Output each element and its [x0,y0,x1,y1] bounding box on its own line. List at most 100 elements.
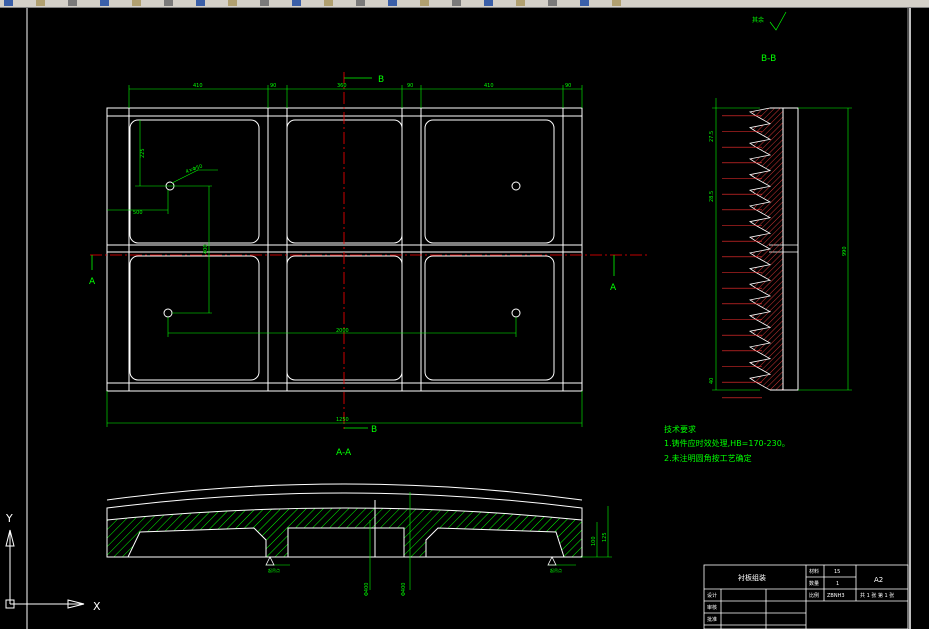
title-qty-value: 1 [836,581,839,587]
toolbar-button[interactable] [484,0,493,6]
notes-line-1: 1.铸件应时效处理,HB=170-230。 [664,438,790,448]
toolbar-button[interactable] [164,0,173,6]
title-size: A2 [874,576,883,584]
drawing-canvas[interactable]: 410 90 360 90 410 90 225 500 4×Φ50 400 2… [0,8,929,629]
section-mark-b-bottom: B [371,425,377,435]
bb-dim-2: 28.5 [709,191,715,202]
plate-outline [106,107,583,392]
holes [163,181,521,318]
ucs-icon [5,529,85,609]
dim-top-2: 90 [270,83,276,89]
title-approve: 批准 [707,616,717,623]
toolbar-button[interactable] [420,0,429,6]
dim-top-4: 90 [407,83,413,89]
section-mark-lines [91,77,615,429]
hole [163,308,173,318]
elev-dim-2: 100 [591,536,597,546]
elevation-section-hatch [106,507,583,558]
view-title-aa: A-A [336,448,352,458]
toolbar-button[interactable] [36,0,45,6]
elevation-dimension-lines [266,492,612,590]
title-check: 审核 [707,604,717,611]
pocket [286,119,403,244]
notes-heading: 技术要求 [664,424,696,434]
elevation-outline [106,492,583,558]
bb-red-leaders [722,115,762,399]
dim-left-horizontal: 500 [133,210,143,216]
view-title-bb: B-B [761,54,776,64]
notes-line-2: 2.未注明圆角按工艺确定 [664,453,752,463]
dim-left-vertical: 225 [140,148,146,158]
dim-hole-spacing: 2000 [336,328,349,334]
ucs-y-label: Y [5,512,13,525]
bb-dimension-lines [712,98,852,391]
datum-triangle-icon [547,556,557,566]
datum-label-left: 起吊点 [268,567,280,573]
technical-notes: 技术要求 1.铸件应时效处理,HB=170-230。 2.未注明圆角按工艺确定 [664,424,790,463]
elevation-view: 125 100 Φ400 Φ400 起吊点 起吊点 [106,483,612,596]
title-qty-label: 数量 [809,580,819,587]
toolbar-button[interactable] [228,0,237,6]
title-sheet: 共 1 张 第 1 张 [860,592,894,599]
title-part-name: 衬板组装 [738,573,766,582]
bb-dim-total: 990 [842,246,848,256]
title-scale-label: 比例 [809,592,819,599]
hole-callout: 4×Φ50 [185,164,204,176]
toolbar-button[interactable] [452,0,461,6]
plan-view: 410 90 360 90 410 90 225 500 4×Φ50 400 2… [89,72,650,458]
dim-top-5: 410 [484,83,494,89]
toolbar-button[interactable] [4,0,13,6]
title-block: 衬板组装 材料 15 数量 1 比例 ZBNH3 共 1 张 第 1 张 A2 … [703,564,909,629]
roughness-symbol-icon [769,11,787,31]
elevation-ribs [287,500,405,557]
roughness-note: 其余 [752,16,764,24]
toolbar-button[interactable] [580,0,589,6]
title-design: 设计 [707,592,717,599]
pocket [424,119,555,244]
rib-lines [107,108,582,391]
hole [511,308,521,318]
bb-dim-1: 27.5 [709,131,715,142]
section-mark-b-top: B [378,75,384,85]
toolbar-button[interactable] [324,0,333,6]
elevation-top-line [106,483,583,501]
toolbar-button[interactable] [356,0,365,6]
dim-vertical-400: 400 [203,244,209,254]
toolbar-button[interactable] [196,0,205,6]
pockets [129,119,555,381]
elev-leader-1: Φ400 [364,583,370,596]
bb-backing-plate [782,107,799,391]
bb-tooth-profile [748,107,784,391]
toolbar-button[interactable] [388,0,397,6]
toolbar-button[interactable] [132,0,141,6]
toolbar-button[interactable] [292,0,301,6]
elev-dim-1: 125 [602,532,608,542]
datum-label-right: 起吊点 [550,567,562,573]
section-bb-view: B-B 其余 27.5 28.5 990 40 [709,11,852,399]
dim-top-6: 90 [565,83,571,89]
toolbar-button[interactable] [260,0,269,6]
datum-triangle-icon [265,556,275,566]
section-mark-a-left: A [89,277,96,287]
dim-total-length: 1250 [336,417,349,423]
toolbar-button[interactable] [548,0,557,6]
title-material-label: 材料 [809,568,819,575]
toolbar-strip [0,0,929,8]
toolbar-button[interactable] [100,0,109,6]
section-mark-a-right: A [610,283,617,293]
elev-leader-2: Φ400 [401,583,407,596]
toolbar-button[interactable] [612,0,621,6]
pocket [424,255,555,381]
title-code: ZBNH3 [827,593,845,599]
dim-top-1: 410 [193,83,203,89]
toolbar-button[interactable] [516,0,525,6]
hole [511,181,521,191]
toolbar-button[interactable] [68,0,77,6]
pocket [286,255,403,381]
ucs-x-label: X [93,600,101,613]
pocket [129,119,260,244]
plan-dimension-lines [106,85,583,427]
dim-top-3: 360 [337,83,347,89]
pocket [129,255,260,381]
